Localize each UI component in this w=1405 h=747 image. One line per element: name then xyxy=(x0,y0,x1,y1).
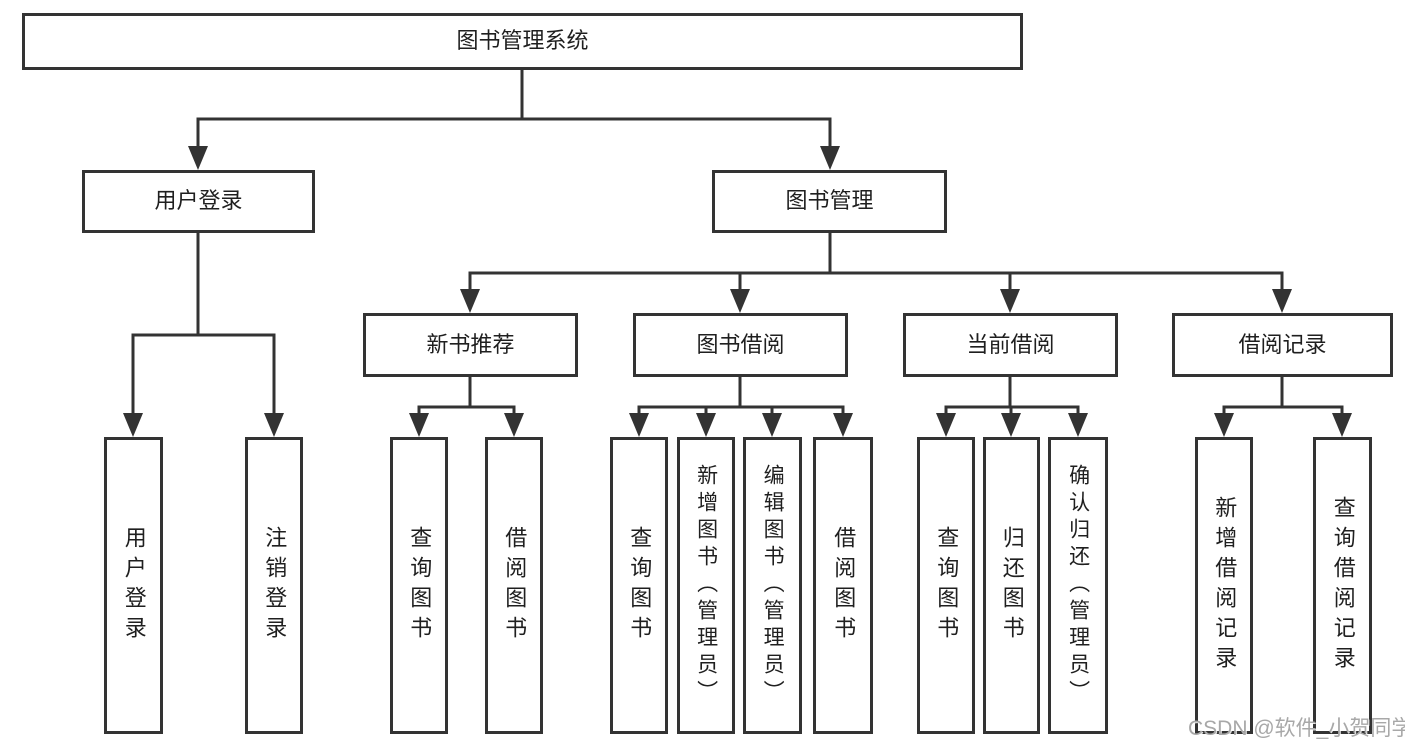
node-leaf-query-books: 查询图书 xyxy=(390,437,448,734)
node-leaf-edit-books-admin: 编辑图书（管理员） xyxy=(743,437,802,734)
node-leaf-confirm-return-admin: 确认归还（管理员） xyxy=(1048,437,1108,734)
node-library-system: 图书管理系统 xyxy=(22,13,1023,70)
node-label: 编辑图书（管理员） xyxy=(761,464,785,707)
node-leaf-query-borrow-record: 查询借阅记录 xyxy=(1313,437,1372,734)
node-leaf-logout: 注销登录 xyxy=(245,437,303,734)
node-label: 查询借阅记录 xyxy=(1330,495,1356,676)
node-label: 借阅记录 xyxy=(1238,331,1327,357)
node-current-borrowing: 当前借阅 xyxy=(903,313,1118,377)
node-label: 新书推荐 xyxy=(426,331,515,357)
node-leaf-query-books: 查询图书 xyxy=(917,437,975,734)
node-label: 图书管理 xyxy=(785,188,874,214)
node-label: 借阅图书 xyxy=(831,525,857,646)
node-label: 用户登录 xyxy=(154,188,243,214)
node-leaf-user-login: 用户登录 xyxy=(104,437,163,734)
node-label: 当前借阅 xyxy=(966,331,1055,357)
node-label: 新增借阅记录 xyxy=(1212,495,1238,676)
node-label: 图书借阅 xyxy=(696,331,785,357)
node-borrowing-records: 借阅记录 xyxy=(1172,313,1393,377)
node-user-login: 用户登录 xyxy=(82,170,315,233)
node-book-borrowing: 图书借阅 xyxy=(633,313,848,377)
node-label: 借阅图书 xyxy=(502,525,528,646)
node-book-management: 图书管理 xyxy=(712,170,947,233)
node-label: 图书管理系统 xyxy=(456,28,589,54)
node-new-book-recommend: 新书推荐 xyxy=(363,313,578,377)
node-label: 新增图书（管理员） xyxy=(694,464,718,707)
node-leaf-borrow-books: 借阅图书 xyxy=(485,437,543,734)
node-leaf-add-borrow-record: 新增借阅记录 xyxy=(1195,437,1253,734)
node-label: 查询图书 xyxy=(934,525,960,646)
csdn-watermark: CSDN @软件_小贺同学 xyxy=(1188,717,1405,740)
node-label: 确认归还（管理员） xyxy=(1066,464,1090,707)
node-label: 用户登录 xyxy=(121,525,147,646)
node-leaf-borrow-books: 借阅图书 xyxy=(813,437,873,734)
node-label: 归还图书 xyxy=(999,525,1025,646)
node-leaf-add-books-admin: 新增图书（管理员） xyxy=(677,437,735,734)
node-label: 查询图书 xyxy=(627,525,653,646)
node-leaf-query-books: 查询图书 xyxy=(610,437,668,734)
node-label: 查询图书 xyxy=(407,525,433,646)
node-label: 注销登录 xyxy=(262,525,288,646)
node-leaf-return-books: 归还图书 xyxy=(983,437,1040,734)
